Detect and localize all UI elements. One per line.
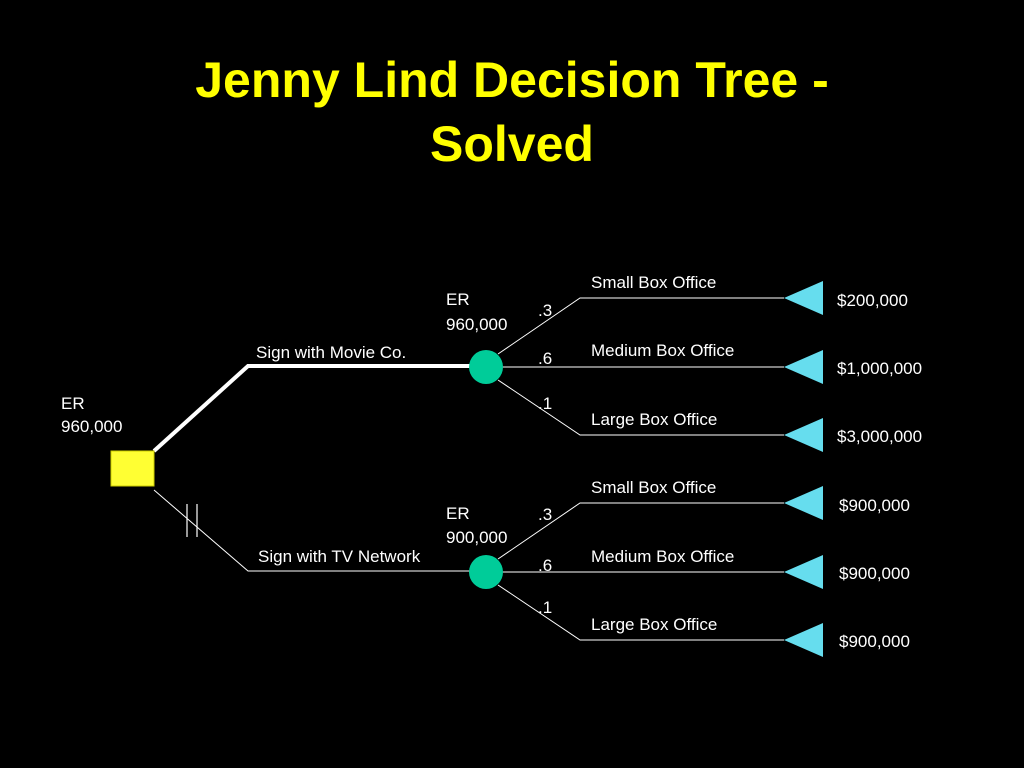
tv-branch-line: [153, 489, 474, 572]
title-line-2: Solved: [430, 116, 594, 172]
terminal-node-tv-large: [784, 623, 823, 657]
tv-outcome-medium-label: Medium Box Office: [591, 547, 734, 566]
movie-payoff-large: $3,000,000: [837, 427, 922, 446]
root-er-value: 960,000: [61, 417, 122, 436]
movie-er-label: ER: [446, 290, 470, 309]
tv-outcome-line-large: [497, 584, 784, 641]
tv-branch-label: Sign with TV Network: [258, 547, 421, 566]
tv-prob-small: .3: [538, 505, 552, 524]
movie-payoff-medium: $1,000,000: [837, 359, 922, 378]
terminal-node-tv-small: [784, 486, 823, 520]
slide-title: Jenny Lind Decision Tree - Solved: [0, 48, 1024, 176]
terminal-node-movie-small: [784, 281, 823, 315]
tv-chance-node: [469, 555, 503, 589]
tv-er-value: 900,000: [446, 528, 507, 547]
terminal-node-tv-medium: [784, 555, 823, 589]
movie-prob-medium: .6: [538, 349, 552, 368]
movie-outcome-line-small: [497, 297, 784, 355]
tv-outcome-small-label: Small Box Office: [591, 478, 716, 497]
tv-payoff-large: $900,000: [839, 632, 910, 651]
movie-prob-small: .3: [538, 301, 552, 320]
movie-chance-node: [469, 350, 503, 384]
movie-branch-line: [152, 364, 474, 453]
decision-node: [110, 450, 155, 487]
movie-outcome-large-label: Large Box Office: [591, 410, 717, 429]
movie-branch-label: Sign with Movie Co.: [256, 343, 406, 362]
tv-payoff-medium: $900,000: [839, 564, 910, 583]
terminal-node-movie-large: [784, 418, 823, 452]
movie-payoff-small: $200,000: [837, 291, 908, 310]
tv-outcome-line-small: [497, 502, 784, 560]
terminal-node-movie-medium: [784, 350, 823, 384]
tv-payoff-small: $900,000: [839, 496, 910, 515]
tv-prob-large: .1: [538, 598, 552, 617]
movie-prob-large: .1: [538, 394, 552, 413]
root-er-label: ER: [61, 394, 85, 413]
movie-outcome-medium-label: Medium Box Office: [591, 341, 734, 360]
tv-outcome-large-label: Large Box Office: [591, 615, 717, 634]
title-line-1: Jenny Lind Decision Tree -: [195, 52, 829, 108]
movie-er-value: 960,000: [446, 315, 507, 334]
movie-outcome-small-label: Small Box Office: [591, 273, 716, 292]
movie-outcome-line-large: [497, 379, 784, 436]
tv-er-label: ER: [446, 504, 470, 523]
tv-prob-medium: .6: [538, 556, 552, 575]
